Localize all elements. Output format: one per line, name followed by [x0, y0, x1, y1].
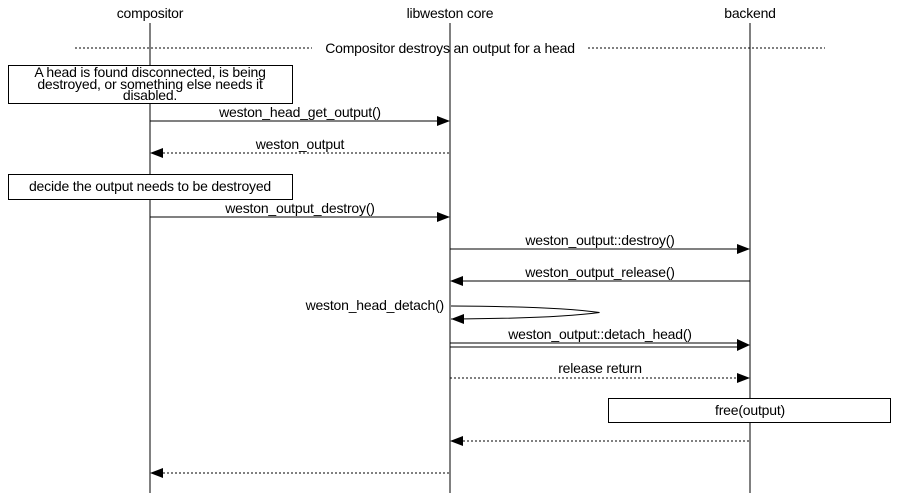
arrowhead-right-icon — [737, 373, 750, 383]
arrowhead-left-icon — [150, 148, 163, 158]
arrowhead-left-icon — [450, 436, 463, 446]
divider-title: Compositor destroys an output for a head — [325, 40, 575, 56]
note-text-line: decide the output needs to be destroyed — [29, 178, 271, 194]
message-label: weston_head_detach() — [305, 297, 444, 313]
participant-label-backend: backend — [724, 5, 776, 21]
arrowhead-left-icon — [450, 276, 463, 286]
message-label: weston_output — [255, 136, 345, 152]
arrowhead-right-icon — [437, 116, 450, 126]
note-text-line: free(output) — [715, 402, 785, 418]
note-box-decide-destroy — [8, 174, 293, 200]
note-text-line: A head is found disconnected, is being — [34, 64, 265, 80]
message-label: weston_output::detach_head() — [507, 326, 692, 342]
participant-label-libweston-core: libweston core — [407, 5, 494, 21]
arrowhead-left-icon — [150, 468, 163, 478]
self-message-loop — [450, 305, 600, 320]
arrowhead-right-icon — [737, 339, 750, 351]
participant-label-compositor: compositor — [117, 5, 184, 21]
message-label: weston_output_release() — [524, 264, 675, 280]
message-label: weston_output::destroy() — [524, 232, 674, 248]
note-box-head-disconnected — [8, 65, 293, 104]
arrowhead-left-icon — [451, 314, 464, 324]
note-text-line: disabled. — [123, 87, 177, 103]
message-label: weston_output_destroy() — [224, 200, 375, 216]
arrowhead-right-icon — [737, 244, 750, 254]
note-text-line: destroyed, or something else needs it — [37, 76, 263, 92]
message-label: release return — [558, 360, 642, 376]
note-box-free-output — [608, 398, 891, 423]
arrowhead-right-icon — [437, 212, 450, 222]
message-label: weston_head_get_output() — [218, 104, 381, 120]
